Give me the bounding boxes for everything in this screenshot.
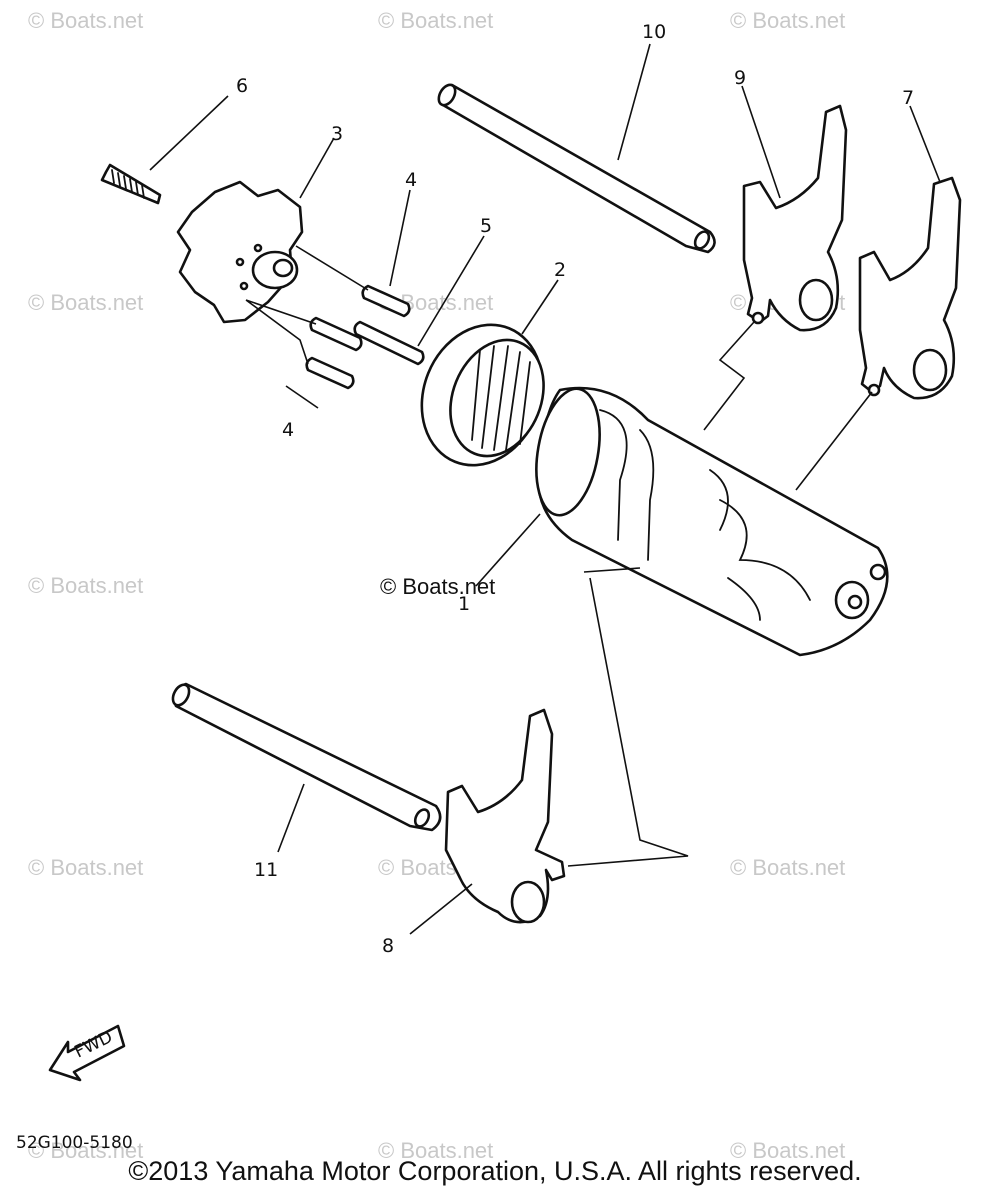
- shift-segment: [176, 180, 304, 324]
- watermark: © Boats.net: [28, 855, 143, 880]
- watermark: © Boats.net: [378, 8, 493, 33]
- diagram-code: 52G100-5180: [16, 1133, 133, 1153]
- watermark: © Boats.net: [28, 1138, 143, 1163]
- watermark: © Boats.net: [28, 8, 143, 33]
- callout-7: 7: [902, 87, 914, 109]
- bearing: [420, 323, 545, 467]
- callout-4-top: 4: [405, 169, 417, 191]
- callout-6: 6: [236, 75, 248, 97]
- shift-rod-upper: [437, 83, 716, 254]
- callout-4-bottom: 4: [282, 419, 294, 441]
- callout-1: 1: [458, 593, 470, 615]
- watermark: © Boats.net: [730, 8, 845, 33]
- watermark: © Boats.net: [730, 855, 845, 880]
- watermark: © Boats.net: [28, 290, 143, 315]
- watermark: © Boats.net: [378, 1138, 493, 1163]
- shift-fork-8: [444, 708, 566, 924]
- shift-fork-9: [742, 104, 848, 332]
- watermark: © Boats.net: [730, 1138, 845, 1163]
- callout-8: 8: [382, 935, 394, 957]
- copyright-notice: ©2013 Yamaha Motor Corporation, U.S.A. A…: [128, 1156, 862, 1186]
- callout-9: 9: [734, 67, 746, 89]
- fwd-arrow-icon: FWD: [48, 1024, 126, 1082]
- connector-lines: [567, 321, 873, 867]
- center-watermark: © Boats.net: [380, 574, 495, 599]
- shift-fork-7: [858, 176, 962, 400]
- shift-rod-lower: [171, 682, 442, 832]
- callout-10: 10: [642, 21, 666, 43]
- screw: [100, 163, 162, 205]
- watermark: © Boats.net: [28, 573, 143, 598]
- pins: [245, 245, 425, 390]
- callout-11: 11: [254, 859, 278, 881]
- callout-2: 2: [554, 259, 566, 281]
- callout-5: 5: [480, 215, 492, 237]
- callout-3: 3: [331, 123, 343, 145]
- leader-lines: [149, 43, 941, 935]
- callouts: 6 3 4 5 2 4 10 9 7 1 11 8: [236, 21, 914, 957]
- shift-drum: [535, 386, 889, 657]
